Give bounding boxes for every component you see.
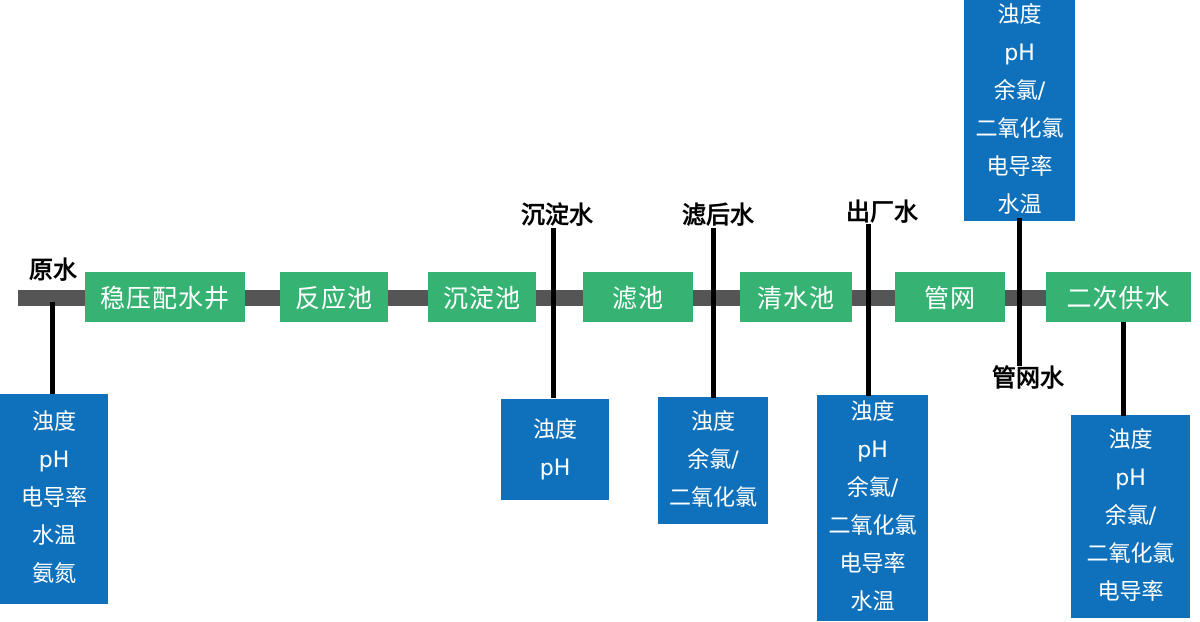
connector-line-secondary-supply [1121, 322, 1126, 416]
monitor-param: 浊度 [1108, 427, 1153, 453]
monitor-param: 浊度 [532, 417, 577, 443]
monitor-param: 余氯/ [687, 447, 739, 473]
sample-point-label-settled-water: 沉淀水 [521, 201, 593, 229]
monitor-param: 二氧化氯 [828, 514, 917, 539]
stage-node-pipe-network: 管网 [895, 272, 1005, 322]
monitor-box-network-water: 浊度 pH 余氯/ 二氧化氯 电导率 水温 [964, 0, 1075, 221]
monitor-param: pH [857, 438, 888, 463]
monitor-param: 浊度 [850, 400, 895, 425]
monitor-param: 浊度 [31, 410, 76, 435]
monitor-box-finished-water: 浊度 pH 余氯/ 二氧化氯 电导率 水温 [817, 395, 928, 621]
monitor-param: 水温 [997, 192, 1042, 218]
stage-node-secondary-supply: 二次供水 [1046, 272, 1191, 322]
monitor-param: 浊度 [997, 2, 1042, 28]
stage-node-filter-tank: 滤池 [583, 272, 693, 322]
stage-node-sedimentation-tank: 沉淀池 [428, 272, 536, 322]
monitor-param: 电导率 [1097, 579, 1164, 605]
monitor-param: 电导率 [986, 154, 1053, 180]
sample-point-label-finished-water: 出厂水 [846, 198, 918, 226]
monitor-param: 电导率 [839, 552, 906, 577]
monitor-param: 氨氮 [31, 562, 76, 587]
monitor-param: 二氧化氯 [1086, 541, 1175, 567]
stage-node-reaction-tank: 反应池 [280, 272, 388, 322]
connector-line-raw-water [50, 302, 55, 394]
stage-node-pressure-stabilizing-well: 稳压配水井 [85, 272, 245, 322]
monitor-param: 电导率 [20, 486, 87, 511]
connector-line-finished-water [866, 224, 871, 396]
monitor-param: pH [38, 448, 70, 473]
monitor-param: 水温 [31, 524, 76, 549]
monitor-param: 二氧化氯 [668, 485, 757, 511]
monitor-param: 余氯/ [1104, 503, 1157, 529]
monitor-box-settled-water: 浊度 pH [501, 399, 609, 500]
monitor-box-filtered-water: 浊度 余氯/ 二氧化氯 [658, 397, 768, 524]
sample-point-label-raw-water: 原水 [29, 256, 77, 284]
connector-line-filtered-water [711, 228, 716, 398]
sample-point-label-filtered-water: 滤后水 [682, 201, 754, 229]
stage-node-clear-water-tank: 清水池 [740, 272, 852, 322]
monitor-box-raw-water: 浊度 pH 电导率 水温 氨氮 [0, 394, 108, 604]
monitor-box-secondary-supply: 浊度 pH 余氯/ 二氧化氯 电导率 [1071, 415, 1190, 618]
monitor-param: pH [539, 455, 571, 481]
monitor-param: 余氯/ [846, 476, 899, 501]
connector-line-network-water [1017, 218, 1022, 366]
monitor-param: 水温 [850, 590, 895, 615]
monitor-param: 二氧化氯 [975, 116, 1064, 142]
monitor-param: 余氯/ [993, 78, 1046, 104]
monitor-param: 浊度 [690, 409, 735, 435]
monitor-param: pH [1004, 40, 1035, 66]
connector-line-settled-water [551, 228, 556, 398]
monitor-param: pH [1115, 465, 1146, 491]
sample-point-label-network-water: 管网水 [992, 364, 1064, 392]
